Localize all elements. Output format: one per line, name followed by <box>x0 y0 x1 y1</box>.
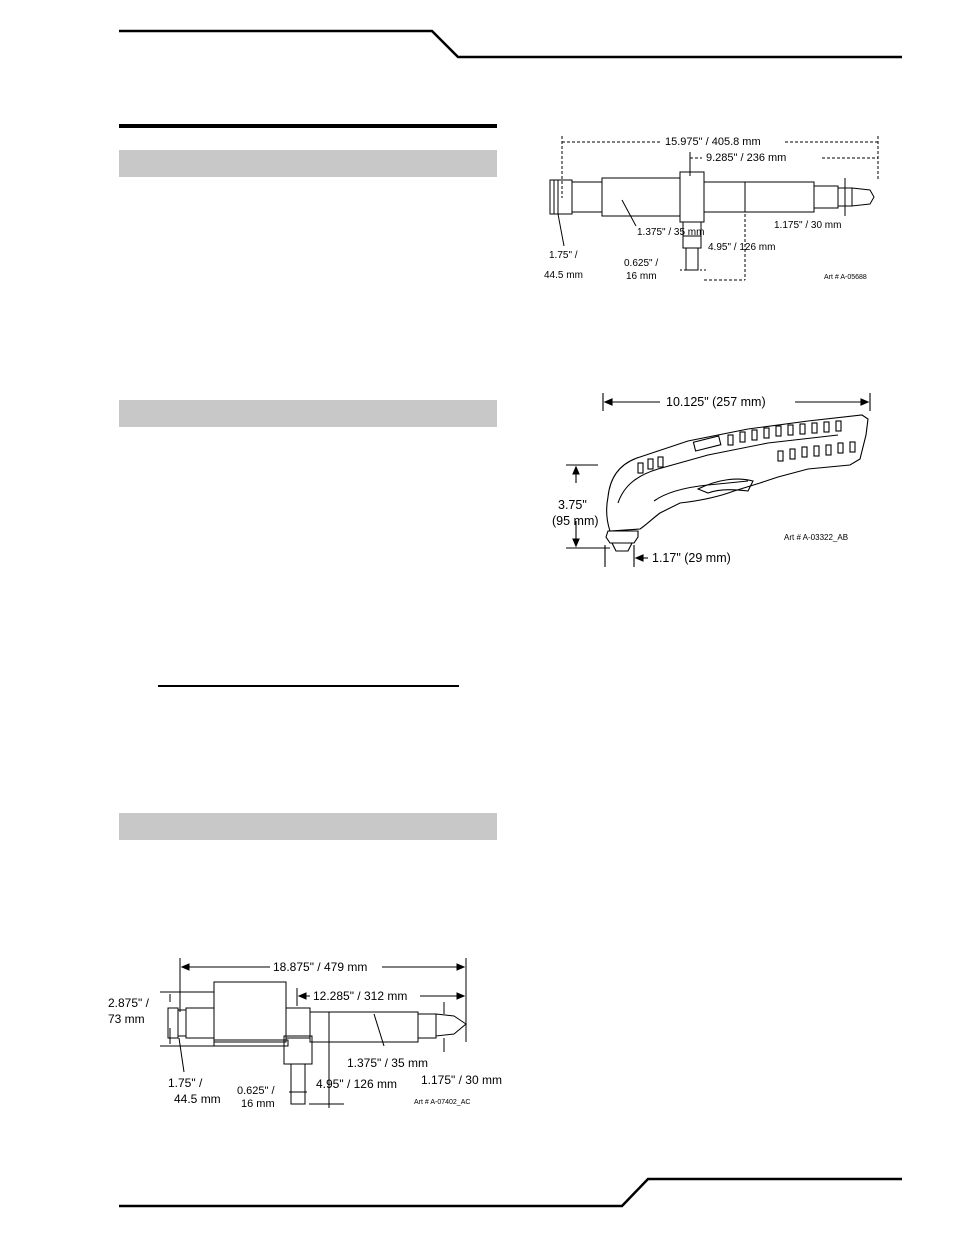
section-header-bar-3 <box>119 813 497 840</box>
machine-torch-dimension-figure-top: 15.975" / 405.8 mm 9.285" / 236 mm 1.375… <box>544 136 879 282</box>
stub-label-1: 0.625" / <box>237 1085 275 1097</box>
head-width-label: 1.17" (29 mm) <box>652 551 731 565</box>
tip-diameter-label: 1.175" / 30 mm <box>421 1073 502 1087</box>
rear-diameter-label-1: 1.75" / <box>549 250 578 261</box>
art-number: Art # A-07402_AC <box>414 1099 470 1106</box>
stub-label-2: 16 mm <box>626 271 657 282</box>
rear-length-label: 12.285" / 312 mm <box>313 989 407 1003</box>
rear-diameter-label-2: 44.5 mm <box>544 270 583 281</box>
rear-diameter-label-2: 44.5 mm <box>174 1092 221 1106</box>
body-diameter-label: 1.375" / 35 mm <box>347 1056 428 1070</box>
body-height-label-1: 2.875" / <box>108 996 150 1010</box>
hand-torch-dimension-figure: 10.125" (257 mm) 3.75" (95 mm) 1.17" (29… <box>552 393 871 567</box>
height-label: 4.95" / 126 mm <box>708 242 775 253</box>
torch-length-label: 10.125" (257 mm) <box>666 395 766 409</box>
machine-torch-dimension-figure-bottom: 18.875" / 479 mm 12.285" / 312 mm 2.875"… <box>108 958 502 1110</box>
art-number: Art # A-05688 <box>824 274 867 281</box>
stub-label-1: 0.625" / <box>624 258 658 269</box>
section-header-bar-1 <box>119 150 497 177</box>
subsection-rule <box>158 685 459 687</box>
footer-rule <box>119 1177 902 1208</box>
torch-height-label-1: 3.75" <box>558 498 587 512</box>
section-title-rule <box>119 124 497 128</box>
torch-height-label-2: (95 mm) <box>552 514 599 528</box>
height-label: 4.95" / 126 mm <box>316 1077 397 1091</box>
overall-length-label: 15.975" / 405.8 mm <box>665 136 761 148</box>
rear-length-label: 9.285" / 236 mm <box>706 152 786 164</box>
section-header-bar-2 <box>119 400 497 427</box>
rear-diameter-label-1: 1.75" / <box>168 1076 203 1090</box>
stub-label-2: 16 mm <box>241 1098 275 1110</box>
tip-diameter-label: 1.175" / 30 mm <box>774 220 841 231</box>
body-height-label-2: 73 mm <box>108 1012 145 1026</box>
body-diameter-label: 1.375" / 35 mm <box>637 227 704 238</box>
header-rule <box>119 29 902 59</box>
art-number: Art # A-03322_AB <box>784 533 848 542</box>
overall-length-label: 18.875" / 479 mm <box>273 960 367 974</box>
